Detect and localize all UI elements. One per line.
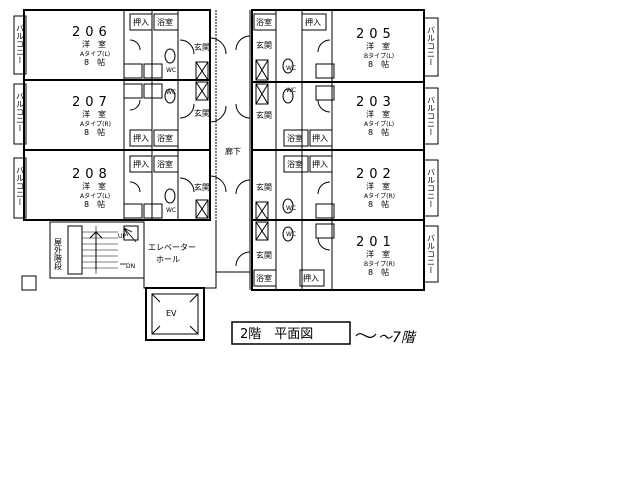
room-201: 201 洋 室 Bタイプ(R) 8 帖 bbox=[356, 235, 396, 277]
room-subtype: Aタイプ(R) bbox=[364, 192, 395, 200]
wc-label: WC bbox=[286, 231, 296, 238]
elevator-hall-label-1: エレベーター bbox=[148, 243, 196, 252]
room-size: 8 帖 bbox=[84, 199, 105, 209]
bath-label: 浴室 bbox=[157, 159, 173, 169]
up-label: UP bbox=[118, 233, 126, 240]
room-type: 洋 室 bbox=[82, 181, 106, 191]
entrance-label: 玄関 bbox=[194, 108, 210, 118]
wc-label: WC bbox=[166, 67, 176, 74]
wc-label: WC bbox=[286, 87, 296, 94]
wc-label: WC bbox=[166, 207, 176, 214]
room-202: 202 洋 室 Aタイプ(R) 8 帖 bbox=[356, 167, 396, 209]
room-207: 207 洋 室 Aタイプ(R) 8 帖 bbox=[72, 95, 112, 137]
balcony-202 bbox=[423, 159, 439, 217]
outer-stairs-label: 屋外階段 bbox=[54, 238, 63, 271]
closet-label: 押入 bbox=[305, 17, 321, 27]
balcony-203 bbox=[423, 87, 439, 145]
handwritten-floor-range: 〜7階 bbox=[378, 330, 417, 346]
room-number: 201 bbox=[356, 235, 396, 250]
room-number: 206 bbox=[72, 25, 112, 40]
down-label: DN bbox=[126, 263, 135, 270]
room-size: 8 帖 bbox=[84, 127, 105, 137]
balcony-label: バルコニー bbox=[427, 168, 436, 208]
bath-label: 浴室 bbox=[157, 133, 173, 143]
elevator-hall-label-2: ホール bbox=[156, 255, 180, 264]
closet-label: 押入 bbox=[133, 159, 149, 169]
ev-label: EV bbox=[166, 309, 177, 318]
room-type: 洋 室 bbox=[366, 249, 390, 259]
entrance-label: 玄関 bbox=[194, 42, 210, 52]
entrance-label: 玄関 bbox=[256, 40, 272, 50]
room-subtype: Bタイプ(L) bbox=[364, 52, 394, 60]
balcony-label: バルコニー bbox=[16, 24, 25, 64]
balcony-label: バルコニー bbox=[427, 96, 436, 136]
left-block-outline bbox=[23, 9, 211, 221]
room-size: 8 帖 bbox=[368, 199, 389, 209]
room-number: 207 bbox=[72, 95, 112, 110]
room-type: 洋 室 bbox=[366, 109, 390, 119]
closet-label: 押入 bbox=[312, 159, 328, 169]
balcony-label: バルコニー bbox=[427, 234, 436, 274]
closet-label: 押入 bbox=[312, 133, 328, 143]
wc-label: WC bbox=[286, 205, 296, 212]
bath-label: 浴室 bbox=[256, 273, 272, 283]
wc-label: WC bbox=[286, 65, 296, 72]
room-type: 洋 室 bbox=[366, 41, 390, 51]
bath-label: 浴室 bbox=[287, 133, 303, 143]
elevator-shaft bbox=[145, 287, 205, 341]
bath-label: 浴室 bbox=[157, 17, 173, 27]
balcony-206 bbox=[13, 15, 27, 75]
entrance-label: 玄関 bbox=[194, 182, 210, 192]
room-number: 202 bbox=[356, 167, 396, 182]
room-type: 洋 室 bbox=[82, 109, 106, 119]
room-subtype: Bタイプ(R) bbox=[364, 260, 395, 268]
room-size: 8 帖 bbox=[368, 59, 389, 69]
room-number: 203 bbox=[356, 95, 396, 110]
balcony-label: バルコニー bbox=[427, 26, 436, 66]
room-size: 8 帖 bbox=[368, 267, 389, 277]
fixture-labels: 押入 浴室 押入 浴室 押入 浴室 浴室 押入 浴室 押入 浴室 押入 浴室 押… bbox=[133, 17, 328, 283]
room-203: 203 洋 室 Aタイプ(L) 8 帖 bbox=[356, 95, 396, 137]
plan-title: 2階 平面図 bbox=[240, 327, 313, 342]
closet-label: 押入 bbox=[303, 273, 319, 283]
room-subtype: Aタイプ(L) bbox=[364, 120, 394, 128]
balcony-201 bbox=[423, 225, 439, 283]
balcony-205 bbox=[423, 17, 439, 77]
room-subtype: Aタイプ(R) bbox=[80, 120, 111, 128]
room-type: 洋 室 bbox=[82, 39, 106, 49]
balcony-label: バルコニー bbox=[16, 92, 25, 132]
room-number: 205 bbox=[356, 27, 396, 42]
room-208: 208 洋 室 Aタイプ(L) 8 帖 bbox=[72, 167, 112, 209]
wc-labels: WC WC WC WC WC WC WC bbox=[166, 65, 296, 238]
entrance-label: 玄関 bbox=[256, 250, 272, 260]
closet-label: 押入 bbox=[133, 133, 149, 143]
bath-label: 浴室 bbox=[287, 159, 303, 169]
room-subtype: Aタイプ(L) bbox=[80, 50, 110, 58]
wc-label: WC bbox=[166, 89, 176, 96]
room-206: 206 洋 室 Aタイプ(L) 8 帖 bbox=[72, 25, 112, 67]
room-subtype: Aタイプ(L) bbox=[80, 192, 110, 200]
balcony-207 bbox=[13, 83, 27, 145]
corridor-label: 廊下 bbox=[225, 146, 241, 156]
balcony-labels: バルコニー バルコニー バルコニー バルコニー バルコニー バルコニー バルコニ… bbox=[16, 24, 436, 274]
room-size: 8 帖 bbox=[368, 127, 389, 137]
entrance-label: 玄関 bbox=[256, 110, 272, 120]
balcony-label: バルコニー bbox=[16, 166, 25, 206]
room-number: 208 bbox=[72, 167, 112, 182]
bath-label: 浴室 bbox=[256, 17, 272, 27]
room-205: 205 洋 室 Bタイプ(L) 8 帖 bbox=[356, 27, 396, 69]
room-type: 洋 室 bbox=[366, 181, 390, 191]
closet-label: 押入 bbox=[133, 17, 149, 27]
title-box bbox=[231, 321, 351, 345]
entrance-labels: 玄関 玄関 玄関 玄関 玄関 玄関 玄関 bbox=[194, 40, 272, 260]
entrance-label: 玄関 bbox=[256, 182, 272, 192]
room-size: 8 帖 bbox=[84, 57, 105, 67]
balcony-208 bbox=[13, 157, 27, 219]
